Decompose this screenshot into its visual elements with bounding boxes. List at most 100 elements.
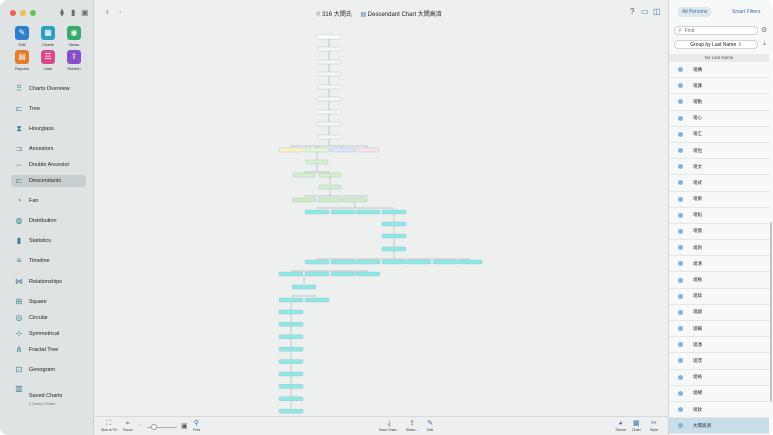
search-field[interactable]: ⚲ <box>674 26 758 35</box>
reports-button[interactable]: ▤Reports <box>9 50 35 71</box>
views-button[interactable]: ◉Views <box>61 26 87 47</box>
sidebar-right-icon[interactable]: ◫ <box>653 7 661 16</box>
person-list-item[interactable]: 埈式 <box>669 175 769 192</box>
person-list-item[interactable]: 埈稻 <box>669 208 769 224</box>
zoom-slider[interactable]: ▫▣ <box>139 423 188 431</box>
person-list-item[interactable]: 埈輔 <box>669 321 769 338</box>
chart-node-24[interactable] <box>381 221 407 227</box>
sidebar-item-double-ancestor[interactable]: ⇔Double Ancestor <box>11 159 86 171</box>
active-person-name[interactable]: 316 大閔氏 <box>322 12 352 18</box>
sidebar-item-circular[interactable]: ◎Circular <box>11 312 86 324</box>
sidebar-item-relationships[interactable]: ⋈Relationships <box>11 276 86 288</box>
person-list-item[interactable]: 埈衡 <box>669 192 769 208</box>
chart-node-21[interactable] <box>330 209 356 215</box>
chart-node-31[interactable] <box>406 259 432 265</box>
charts-button[interactable]: ▦Charts <box>35 26 61 47</box>
chart-node-3[interactable] <box>316 71 342 77</box>
chart-node-8[interactable] <box>316 134 342 140</box>
person-list-item[interactable]: 埈鎬 <box>669 289 769 305</box>
chart-node-32[interactable] <box>432 259 458 265</box>
zoom-in-icon[interactable]: ▣ <box>181 423 188 430</box>
sidebar-item-descendants[interactable]: ⊏Descendants <box>11 175 86 187</box>
edit-button[interactable]: ✎Edit <box>9 26 35 47</box>
chart-node-2[interactable] <box>316 59 342 65</box>
chart-node-35[interactable] <box>304 271 330 277</box>
tab-smart-filters[interactable]: Smart Filters <box>732 9 761 15</box>
close-window-button[interactable] <box>10 10 16 16</box>
person-list-item[interactable]: 埈劍 <box>669 240 769 257</box>
chart-node-37[interactable] <box>355 271 381 277</box>
chart-node-11[interactable] <box>329 147 355 153</box>
style-button[interactable]: ✂Style <box>650 419 658 433</box>
tag-icon[interactable]: ⧫ <box>60 8 64 17</box>
chart-node-41[interactable] <box>278 309 304 315</box>
edit-button[interactable]: ✎Edit <box>427 419 433 433</box>
chart-node-36[interactable] <box>330 271 356 277</box>
person-list-item[interactable]: 埈欽 <box>669 402 769 419</box>
person-list-item[interactable]: 埈植 <box>669 272 769 289</box>
person-list-item[interactable]: 埈汇 <box>669 127 769 143</box>
publish-button[interactable]: ⇪Publish <box>61 50 87 71</box>
chart-node-17[interactable] <box>291 197 317 203</box>
descendant-chart[interactable] <box>95 24 668 416</box>
sort-icon[interactable]: ⇣ <box>762 41 768 47</box>
chart-node-14[interactable] <box>292 172 316 178</box>
sidebar-item-square[interactable]: ⊞Square <box>11 296 86 308</box>
chart-node-28[interactable] <box>330 259 356 265</box>
person-list-item[interactable]: 埈文 <box>669 159 769 176</box>
save-chart-button[interactable]: ⤓Save Chart... <box>379 419 399 433</box>
sidebar-item-symmetrical[interactable]: ⊹Symmetrical <box>11 328 86 340</box>
sidebar-item-hourglass[interactable]: ⧗Hourglass <box>11 123 86 135</box>
sidebar-item-tree[interactable]: ⊏Tree <box>11 103 86 115</box>
chart-node-7[interactable] <box>316 121 342 127</box>
sidebar-item-ancestors[interactable]: ⊐Ancestors <box>11 143 86 155</box>
person-list-item[interactable]: 埈嗣 <box>669 305 769 321</box>
sidebar-item-statistics[interactable]: ▮Statistics <box>11 235 86 247</box>
person-list-item[interactable]: 大閔高濟 <box>669 418 769 435</box>
chart-node-5[interactable] <box>316 96 342 102</box>
lists-button[interactable]: ☰Lists <box>35 50 61 71</box>
zoom-window-button[interactable] <box>30 10 36 16</box>
search-input[interactable] <box>684 27 745 34</box>
chart-node-45[interactable] <box>278 359 304 364</box>
sidebar-item-genogram[interactable]: ⊡Genogram <box>11 364 86 376</box>
chart-node-44[interactable] <box>278 347 304 352</box>
person-list-item[interactable]: 埈裕 <box>669 370 769 386</box>
person-list-item[interactable]: 埈億 <box>669 224 769 241</box>
chart-node-33[interactable] <box>457 259 483 265</box>
person-list-item[interactable]: 埈茂 <box>669 353 769 370</box>
sidebar-item-timeline[interactable]: ≡Timeline <box>11 255 86 267</box>
chart-node-10[interactable] <box>304 147 330 153</box>
back-button[interactable]: ‹ <box>106 7 109 16</box>
scrollbar[interactable] <box>770 222 772 402</box>
chart-node-34[interactable] <box>278 271 304 277</box>
chart-node-1[interactable] <box>316 46 342 52</box>
chart-node-49[interactable] <box>278 409 304 414</box>
chart-node-40[interactable] <box>304 297 330 303</box>
person-list-item[interactable]: 埈恒 <box>669 143 769 160</box>
chart-node-46[interactable] <box>278 371 304 377</box>
chart-node-0[interactable] <box>316 34 342 40</box>
chart-node-25[interactable] <box>381 233 407 239</box>
gear-icon[interactable]: ⚙ <box>761 27 768 34</box>
person-list-item[interactable]: 埈構 <box>669 62 769 79</box>
share-button[interactable]: ⇪Share... <box>406 419 418 433</box>
focus-button[interactable]: ⌖Focus <box>123 419 133 433</box>
chart-node-16[interactable] <box>318 184 342 190</box>
chart-button[interactable]: ▦Chart <box>632 419 641 433</box>
sidebar-item-fan[interactable]: ◔Fan <box>11 195 86 207</box>
person-list-item[interactable]: 埈緒 <box>669 386 769 402</box>
chart-node-19[interactable] <box>342 197 368 203</box>
chart-node-29[interactable] <box>355 259 381 265</box>
window-icon[interactable]: ▣ <box>81 8 89 17</box>
minimize-window-button[interactable] <box>20 10 26 16</box>
zoom-out-icon[interactable]: ▫ <box>139 423 141 429</box>
person-list-item[interactable]: 埈心 <box>669 111 769 127</box>
zoom-track[interactable] <box>147 427 177 428</box>
chart-node-9[interactable] <box>278 147 304 153</box>
person-list-item[interactable]: 埈濂 <box>669 78 769 95</box>
chart-node-13[interactable] <box>305 159 329 165</box>
help-button[interactable]: ? <box>630 7 635 16</box>
chart-node-27[interactable] <box>304 259 330 265</box>
